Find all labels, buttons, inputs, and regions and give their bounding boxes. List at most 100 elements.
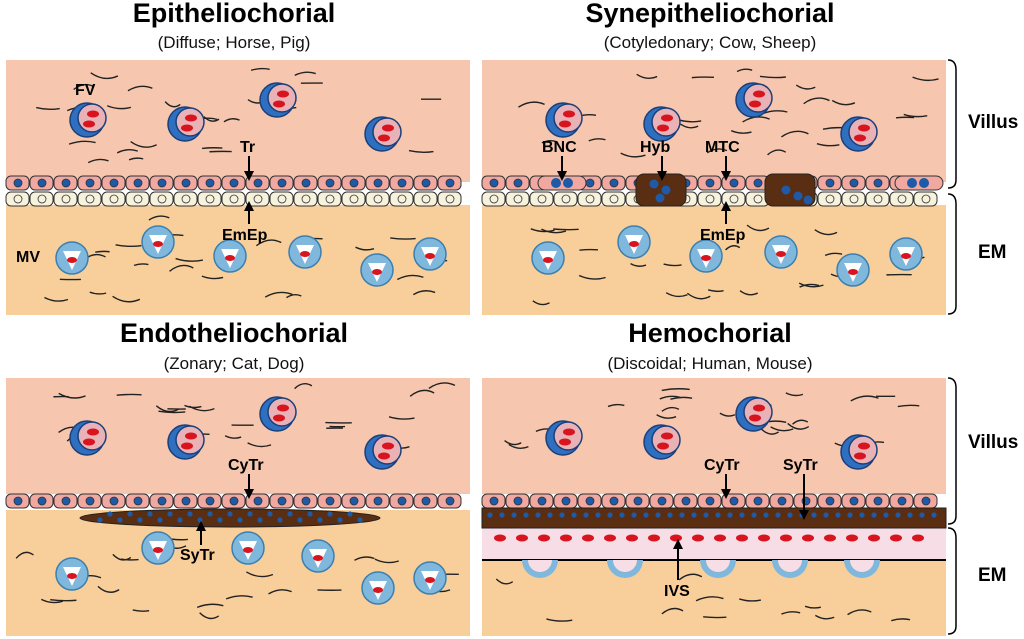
syncytium-nucleus xyxy=(511,512,517,518)
cell-nucleus xyxy=(551,178,561,188)
cell-nucleus xyxy=(373,496,383,506)
fibre xyxy=(390,237,416,240)
fibre xyxy=(132,609,150,612)
red-blood-cell xyxy=(382,442,394,450)
fibre xyxy=(184,404,202,409)
cell-nucleus xyxy=(649,179,659,189)
cell-nucleus xyxy=(873,178,883,188)
cell-nucleus xyxy=(489,178,499,188)
red-blood-cell xyxy=(854,134,866,142)
cell-nucleus xyxy=(681,496,691,506)
fetal-vessel xyxy=(267,83,297,113)
syncytium-nucleus xyxy=(277,517,283,523)
fibre xyxy=(579,248,599,251)
red-blood-cell xyxy=(243,547,253,553)
cell-nucleus xyxy=(61,194,71,204)
syncytium-nucleus xyxy=(811,512,817,518)
syncytium-nucleus xyxy=(907,512,913,518)
cell-nucleus xyxy=(793,191,803,201)
fetal-vessel xyxy=(848,435,878,465)
label-fv: FV xyxy=(75,82,96,99)
red-blood-cell xyxy=(670,534,682,542)
spiral-artery-lumen xyxy=(613,560,637,572)
side-label-em-top: EM xyxy=(978,242,1007,263)
red-blood-cell xyxy=(848,269,858,275)
bracket-villus-bottom xyxy=(947,377,957,525)
cell-nucleus xyxy=(325,194,335,204)
cell-nucleus xyxy=(705,178,715,188)
syncytium-nucleus xyxy=(287,511,293,517)
fibre xyxy=(408,149,434,153)
fetal-vessel xyxy=(175,425,205,455)
syncytiotrophoblast xyxy=(79,508,381,528)
fibre xyxy=(428,382,456,390)
syncytium-nucleus xyxy=(823,512,829,518)
syncytium-nucleus xyxy=(715,512,721,518)
cell-nucleus xyxy=(397,178,407,188)
fibre xyxy=(730,130,752,134)
fetal-vessel xyxy=(175,107,205,137)
fibre xyxy=(201,275,224,280)
panel-title-epitheliochorial: Epitheliochorial xyxy=(132,0,336,28)
fibre xyxy=(553,228,579,231)
cell-nucleus xyxy=(37,178,47,188)
side-label-villus-bottom: Villus xyxy=(968,432,1019,453)
fetal-vessel xyxy=(651,425,681,455)
red-blood-cell xyxy=(776,251,786,257)
syncytium-nucleus xyxy=(835,512,841,518)
red-blood-cell xyxy=(425,577,435,583)
syncytium-nucleus xyxy=(107,511,113,517)
red-blood-cell xyxy=(372,269,382,275)
fibre xyxy=(656,414,677,419)
red-blood-cell xyxy=(185,114,197,122)
cell-nucleus xyxy=(489,496,499,506)
cell-nucleus xyxy=(729,178,739,188)
fibre xyxy=(396,274,424,281)
fibre xyxy=(73,83,95,91)
label-sytr2: SyTr xyxy=(783,457,818,474)
fibre xyxy=(112,295,141,303)
red-blood-cell xyxy=(300,251,310,257)
fetal-vessel xyxy=(372,117,402,147)
red-blood-cell xyxy=(181,442,193,450)
syncytium-nucleus xyxy=(535,512,541,518)
red-blood-cell xyxy=(273,414,285,422)
cell-nucleus xyxy=(253,178,263,188)
syncytium-nucleus xyxy=(607,512,613,518)
red-blood-cell xyxy=(854,452,866,460)
red-blood-cell xyxy=(382,124,394,132)
fibre xyxy=(171,538,188,541)
fibre xyxy=(847,609,872,616)
syncytium-nucleus xyxy=(137,517,143,523)
fibre xyxy=(661,607,684,615)
red-blood-cell xyxy=(802,534,814,542)
syncytium-nucleus xyxy=(919,512,925,518)
side-label-em-bottom: EM xyxy=(978,565,1007,586)
fibre xyxy=(588,138,606,142)
cell-nucleus xyxy=(897,496,907,506)
fibre xyxy=(761,428,780,435)
cell-nucleus xyxy=(109,178,119,188)
fibre xyxy=(148,215,170,221)
fibre xyxy=(725,245,741,251)
fibre xyxy=(703,616,727,619)
fibre xyxy=(798,282,824,288)
syncytium-nucleus xyxy=(883,512,889,518)
fibre xyxy=(891,618,911,622)
red-blood-cell xyxy=(657,442,669,450)
cell-nucleus xyxy=(753,178,763,188)
red-blood-cell xyxy=(749,100,761,108)
syncytium-nucleus xyxy=(117,517,123,523)
fibre xyxy=(412,290,436,296)
cell-nucleus xyxy=(37,496,47,506)
red-blood-cell xyxy=(153,547,163,553)
cell-nucleus xyxy=(609,194,619,204)
red-blood-cell xyxy=(225,255,235,261)
label-tr: Tr xyxy=(240,139,255,156)
syncytium-nucleus xyxy=(207,511,213,517)
cell-nucleus xyxy=(157,194,167,204)
cell-nucleus xyxy=(655,193,665,203)
syncytium-nucleus xyxy=(147,511,153,517)
fibre xyxy=(719,412,736,417)
fibre xyxy=(504,440,522,446)
